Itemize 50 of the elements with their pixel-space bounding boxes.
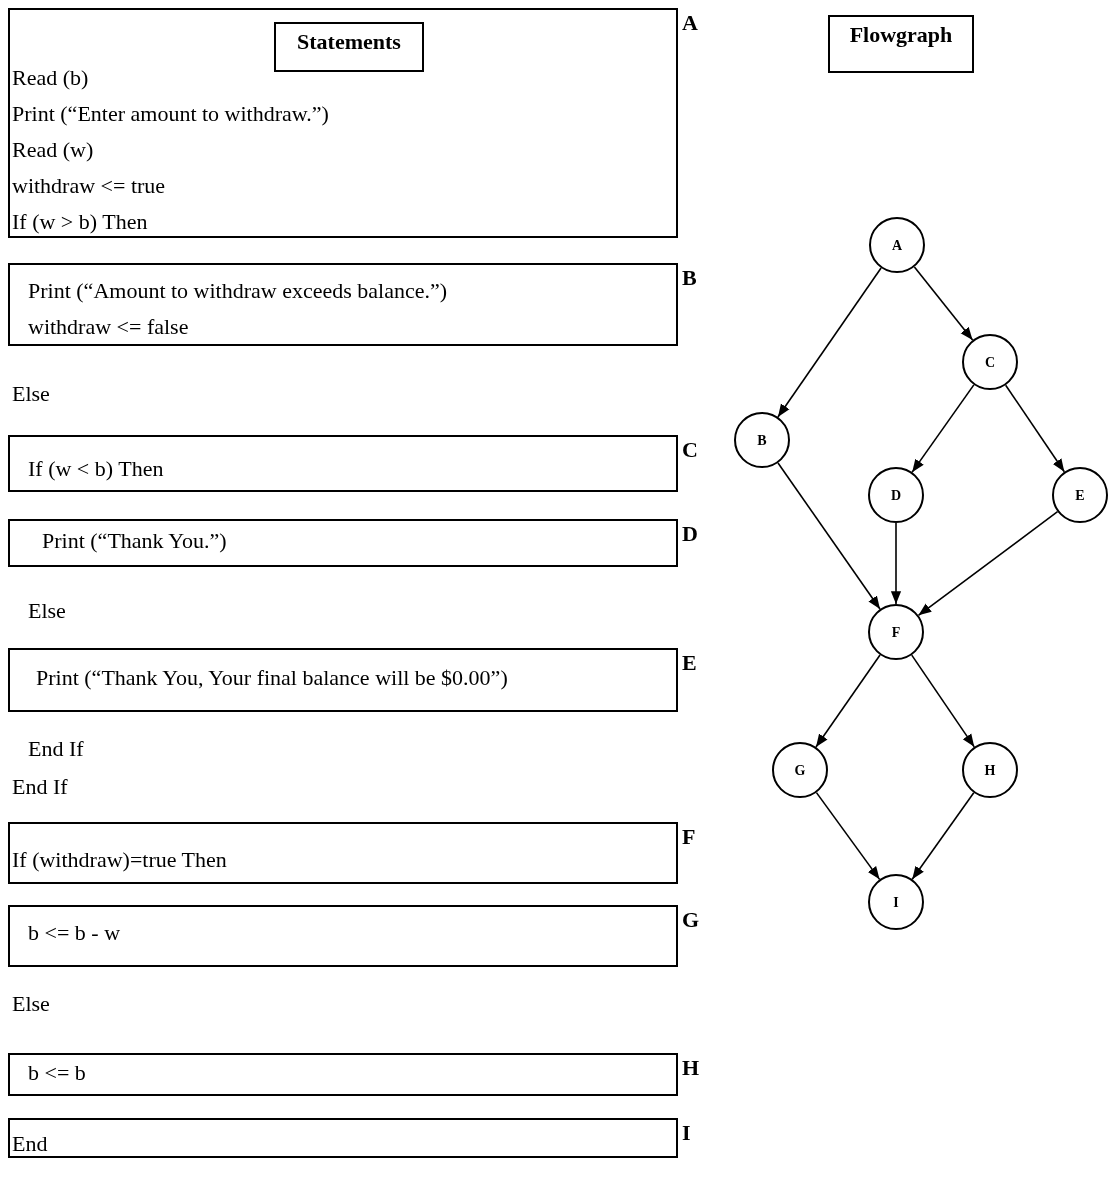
statement-box [8,822,678,884]
code-line: If (w > b) Then [12,208,148,236]
code-line: Else [28,597,66,625]
block-letter: E [682,652,697,674]
arrow [777,267,882,418]
code-line: Else [12,990,50,1018]
block-letter: G [682,909,700,931]
code-line: Else [12,380,50,408]
block-letter: D [682,523,698,545]
code-line: End If [28,735,84,763]
statement-box [8,8,678,238]
arrow [890,522,902,605]
arrow [1004,384,1066,473]
arrow [815,791,881,881]
block-letter: B [682,267,697,289]
code-line: b <= b [28,1059,86,1087]
code-line: Print (“Enter amount to withdraw.”) [12,100,329,128]
block-letter: F [682,826,696,848]
statement-box [8,1053,678,1096]
block-letter: H [682,1057,700,1079]
code-line: If (w < b) Then [28,455,164,483]
code-line: If (withdraw)=true Then [12,846,227,874]
statement-box [8,905,678,967]
arrow [910,654,976,748]
statement-box [8,1118,678,1158]
arrow [777,462,881,610]
arrow [911,792,975,880]
code-line: Print (“Amount to withdraw exceeds balance.”) [28,277,448,305]
code-line: withdraw <= true [12,172,166,200]
arrow [917,510,1059,617]
arrow [911,384,975,473]
heading-box: Flowgraph [828,15,974,73]
code-line: Read (w) [12,136,94,164]
code-line: End If [12,773,68,801]
code-line: Print (“Thank You.”) [42,527,227,555]
arrow [913,266,974,341]
block-letter: I [682,1122,691,1144]
heading-box: Statements [274,22,424,72]
code-line: Read (b) [12,64,89,92]
statement-box [8,519,678,567]
statement-box [8,435,678,492]
arrow [815,654,881,748]
block-letter: A [682,12,698,34]
statement-box [8,263,678,346]
code-line: b <= b - w [28,919,121,947]
code-line: withdraw <= false [28,313,189,341]
statement-box [8,648,678,712]
code-line: Print (“Thank You, Your final balance will be $0.00”) [36,664,508,692]
code-line: End [12,1130,48,1158]
block-letter: C [682,439,698,461]
